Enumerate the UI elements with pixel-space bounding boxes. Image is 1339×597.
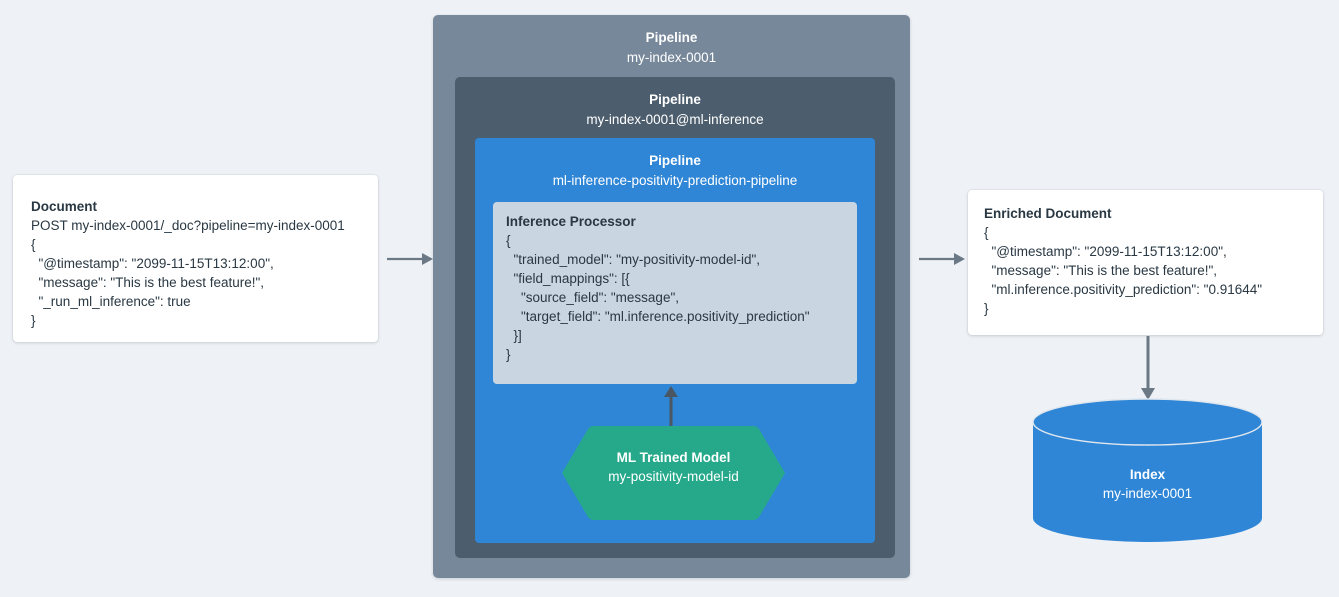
pipeline-middle-name: my-index-0001@ml-inference (586, 112, 764, 127)
pipeline-inner-box: Pipeline ml-inference-positivity-predict… (475, 138, 875, 543)
pipeline-middle-header: Pipeline my-index-0001@ml-inference (455, 77, 895, 130)
inference-processor-box: Inference Processor { "trained_model": "… (493, 202, 857, 384)
source-document-request-line: POST my-index-0001/_doc?pipeline=my-inde… (31, 218, 345, 233)
pipeline-inner-name: ml-inference-positivity-prediction-pipel… (552, 173, 798, 188)
arrow-document-to-pipeline (387, 253, 433, 265)
arrow-model-to-processor (664, 386, 678, 430)
ml-trained-model-hexagon (562, 426, 785, 520)
pipeline-middle-kind: Pipeline (649, 92, 701, 107)
source-document-title: Document (31, 199, 98, 214)
pipeline-outer-name: my-index-0001 (626, 50, 717, 65)
enriched-document-body: { "@timestamp": "2099-11-15T13:12:00", "… (984, 225, 1263, 316)
index-cylinder (1032, 398, 1263, 542)
enriched-document-card: Enriched Document { "@timestamp": "2099-… (968, 190, 1323, 335)
inference-processor-body: { "trained_model": "my-positivity-model-… (506, 233, 810, 362)
pipeline-middle-box: Pipeline my-index-0001@ml-inference Pipe… (455, 77, 895, 558)
enriched-document-title: Enriched Document (984, 206, 1112, 221)
pipeline-outer-box: Pipeline my-index-0001 Pipeline my-index… (433, 15, 910, 578)
source-document-card: Document POST my-index-0001/_doc?pipelin… (13, 175, 378, 342)
arrow-pipeline-to-enriched-document (919, 253, 965, 265)
arrow-enriched-document-to-index (1141, 336, 1155, 400)
pipeline-inner-kind: Pipeline (649, 153, 701, 168)
pipeline-outer-kind: Pipeline (645, 30, 698, 45)
inference-processor-title: Inference Processor (506, 214, 636, 229)
pipeline-outer-header: Pipeline my-index-0001 (433, 15, 910, 68)
source-document-body: { "@timestamp": "2099-11-15T13:12:00", "… (31, 237, 274, 328)
pipeline-inner-header: Pipeline ml-inference-positivity-predict… (475, 138, 875, 191)
